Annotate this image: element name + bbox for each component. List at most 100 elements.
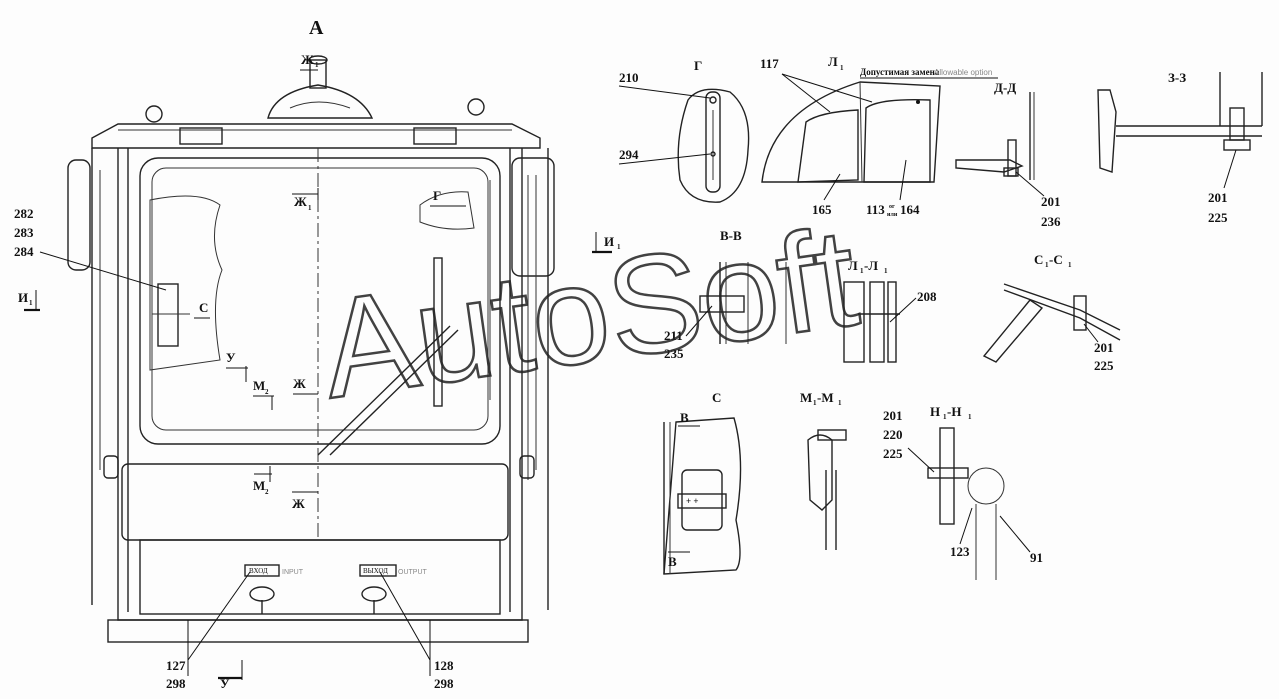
svg-text:или: или — [887, 212, 898, 218]
svg-text:Ж: Ж — [293, 376, 306, 391]
svg-text:1: 1 — [884, 267, 888, 275]
svg-text:117: 117 — [760, 56, 779, 71]
svg-text:or: or — [889, 204, 895, 210]
svg-text:1: 1 — [860, 267, 864, 275]
svg-text:164: 164 — [900, 202, 920, 217]
svg-text:М: М — [253, 478, 265, 493]
svg-text:225: 225 — [1208, 210, 1228, 225]
svg-text:128: 128 — [434, 658, 454, 673]
detail-vv: В-В 211 235 — [664, 228, 787, 361]
svg-text:282: 282 — [14, 206, 34, 221]
svg-text:ВХОД: ВХОД — [249, 567, 268, 575]
svg-text:236: 236 — [1041, 214, 1061, 229]
input-plate: ВХОД INPUT — [244, 564, 304, 577]
allowable-option-note: Допустимая замена — [860, 67, 940, 77]
allowable-option-note-en: Allowable option — [934, 68, 992, 77]
svg-text:Г: Г — [433, 188, 441, 203]
detail-h1h1: Н 1 -Н 1 201 220 225 123 91 — [883, 404, 1043, 580]
plus-marks: + + — [686, 496, 699, 506]
cab-body — [67, 148, 555, 643]
detail-g: Г 210 294 — [618, 58, 750, 203]
svg-text:И: И — [604, 234, 614, 249]
svg-text:201: 201 — [1094, 340, 1114, 355]
svg-text:И: И — [18, 290, 28, 305]
svg-text:1: 1 — [1045, 261, 1049, 269]
main-cab-view: А — [14, 17, 621, 691]
svg-text:210: 210 — [619, 70, 639, 85]
svg-text:Ж: Ж — [301, 52, 314, 67]
svg-text:1: 1 — [840, 64, 844, 72]
svg-text:С: С — [712, 390, 721, 405]
svg-text:Л: Л — [828, 54, 838, 69]
detail-c1c1: С 1 -С 1 201 225 — [982, 252, 1121, 373]
section-markers-main: Ж 1 Ж 1 Г И 1 И 1 С У М 2 — [18, 52, 621, 691]
svg-text:1: 1 — [308, 204, 312, 212]
svg-text:235: 235 — [664, 346, 684, 361]
svg-text:М: М — [253, 378, 265, 393]
svg-text:1: 1 — [838, 399, 842, 407]
svg-text:1: 1 — [617, 243, 621, 251]
svg-text:2: 2 — [265, 388, 269, 396]
svg-text:Ж: Ж — [294, 194, 307, 209]
input-caption: INPUT — [282, 569, 304, 576]
svg-text:-Н: -Н — [947, 404, 961, 419]
svg-text:294: 294 — [619, 147, 639, 162]
svg-text:165: 165 — [812, 202, 832, 217]
svg-text:113: 113 — [866, 202, 885, 217]
svg-text:-Л: -Л — [864, 258, 878, 273]
detail-zz: З-З 201 225 — [1097, 70, 1263, 225]
svg-text:91: 91 — [1030, 550, 1043, 565]
svg-text:В: В — [668, 554, 677, 569]
svg-text:225: 225 — [1094, 358, 1114, 373]
watermark: AutoSoft — [312, 197, 866, 427]
svg-text:Ж: Ж — [292, 496, 305, 511]
svg-text:220: 220 — [883, 427, 903, 442]
svg-text:В: В — [680, 410, 689, 425]
svg-text:С: С — [199, 300, 208, 315]
output-caption: OUTPUT — [398, 569, 428, 576]
detail-l1: Л 1 117 Допустимая замена Allowable opti… — [760, 54, 998, 218]
svg-text:Д-Д: Д-Д — [994, 80, 1016, 95]
svg-text:123: 123 — [950, 544, 970, 559]
svg-text:1: 1 — [315, 61, 319, 69]
callouts-main: 282 283 284 127 298 128 298 — [14, 206, 454, 691]
svg-text:Н: Н — [930, 404, 940, 419]
detail-dd: Д-Д 201 236 — [955, 80, 1061, 229]
svg-text:Г: Г — [694, 58, 702, 73]
svg-text:201: 201 — [1041, 194, 1061, 209]
svg-text:1: 1 — [968, 413, 972, 421]
svg-text:В-В: В-В — [720, 228, 742, 243]
svg-text:208: 208 — [917, 289, 937, 304]
detail-l1l1: Л 1 -Л 1 208 — [843, 258, 937, 363]
svg-text:У: У — [220, 676, 230, 691]
svg-text:1: 1 — [813, 399, 817, 407]
output-plate: ВЫХОД OUTPUT — [359, 564, 428, 577]
svg-text:1: 1 — [943, 413, 947, 421]
svg-text:ВЫХОД: ВЫХОД — [363, 567, 388, 575]
view-label-a: А — [309, 17, 324, 39]
svg-text:1: 1 — [29, 299, 33, 307]
svg-text:-М: -М — [817, 390, 834, 405]
svg-text:Л: Л — [848, 258, 858, 273]
svg-text:-С: -С — [1049, 252, 1063, 267]
svg-text:127: 127 — [166, 658, 186, 673]
svg-text:201: 201 — [883, 408, 903, 423]
svg-text:298: 298 — [166, 676, 186, 691]
svg-text:С: С — [1034, 252, 1043, 267]
svg-text:У: У — [226, 350, 236, 365]
svg-text:2: 2 — [265, 488, 269, 496]
svg-text:М: М — [800, 390, 812, 405]
svg-text:225: 225 — [883, 446, 903, 461]
svg-text:201: 201 — [1208, 190, 1228, 205]
detail-m1m1: М 1 -М 1 — [800, 390, 847, 550]
svg-text:1: 1 — [1068, 261, 1072, 269]
detail-c: С + + В В — [663, 390, 742, 575]
svg-text:283: 283 — [14, 225, 34, 240]
svg-text:284: 284 — [14, 244, 34, 259]
cab-roof — [91, 123, 541, 149]
svg-text:З-З: З-З — [1168, 70, 1186, 85]
roof-beacon — [145, 55, 485, 123]
svg-text:298: 298 — [434, 676, 454, 691]
svg-text:211: 211 — [664, 328, 683, 343]
